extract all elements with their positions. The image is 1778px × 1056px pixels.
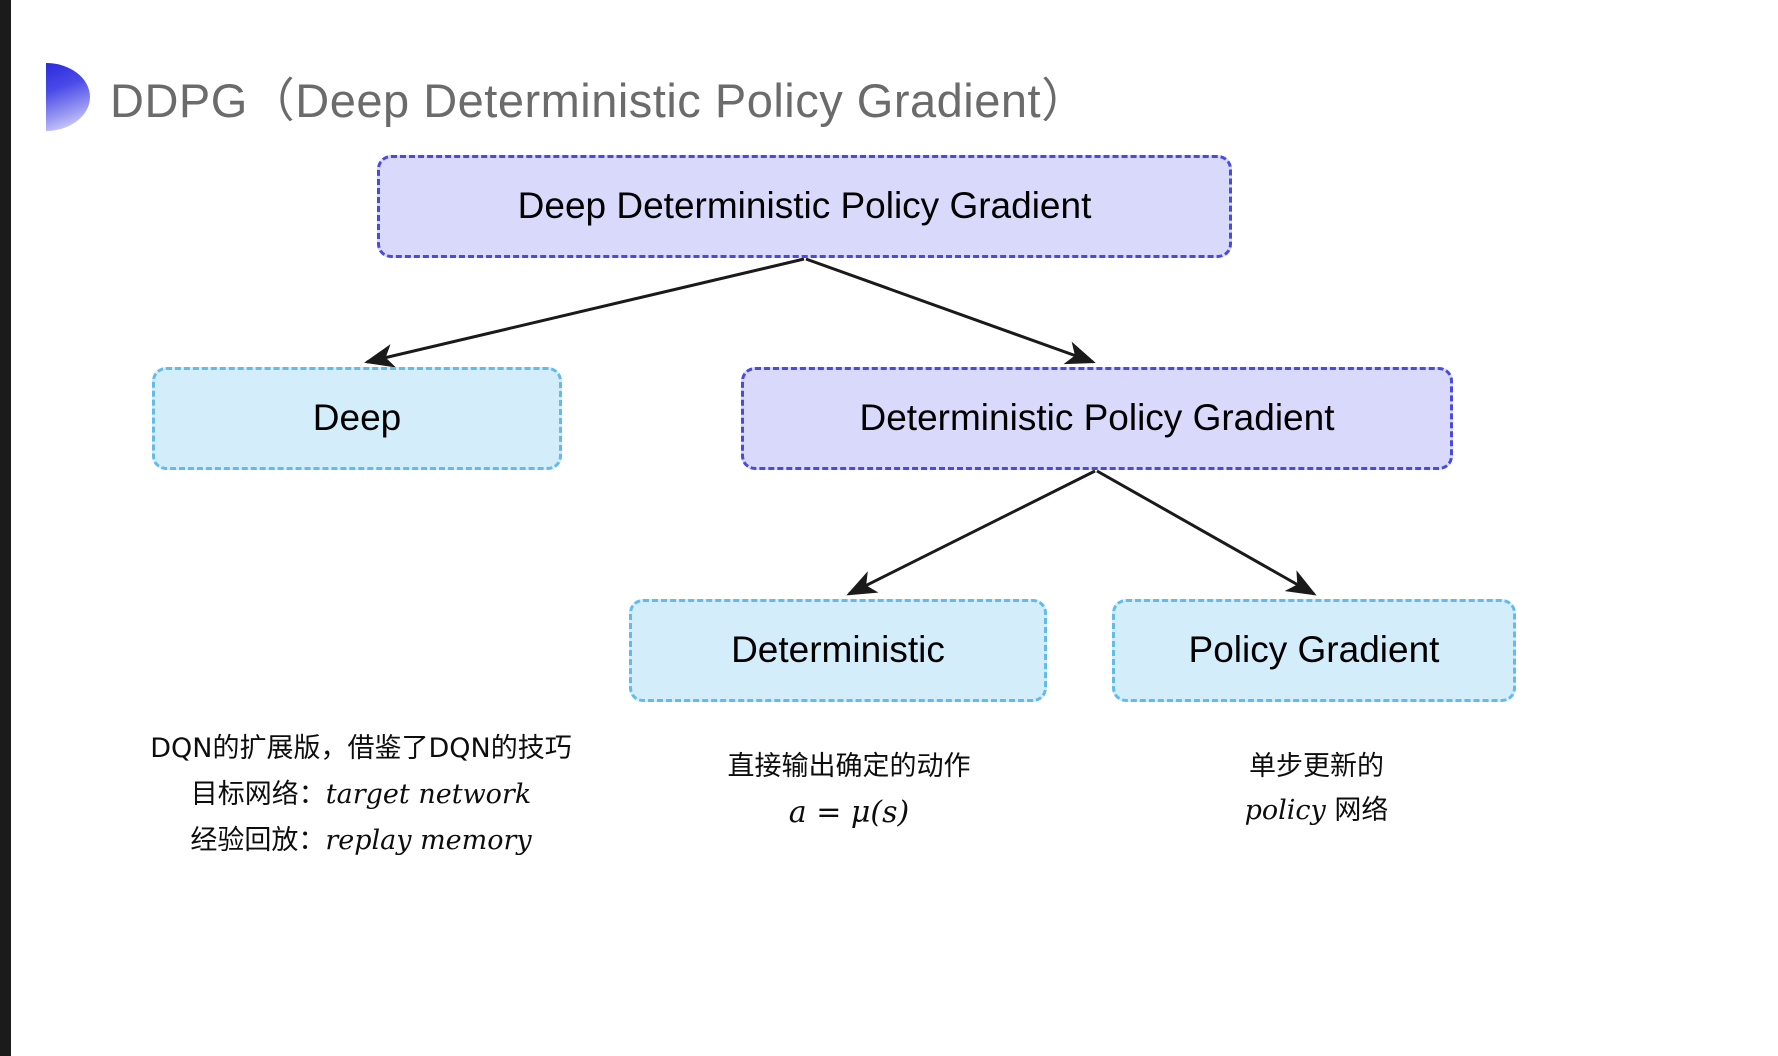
gradient-semicircle-icon [46, 62, 90, 131]
caption-policy-gradient-suffix: 网络 [1325, 795, 1389, 827]
slide-left-edge-strip [0, 0, 11, 1056]
caption-deep-line2: 目标网络：target network [121, 775, 601, 814]
node-policy-gradient[interactable]: Policy Gradient [1112, 599, 1516, 702]
node-label: Policy Gradient [1188, 629, 1440, 671]
caption-deep-line2-term: target network [325, 779, 532, 811]
caption-deep-line3-term: replay memory [325, 825, 532, 857]
page-title-text: DDPG（Deep Deterministic Policy Gradient） [110, 74, 1089, 127]
caption-deep-line3-label: 经验回放： [190, 825, 326, 857]
edge-root-to-deep [364, 257, 805, 368]
caption-policy-gradient-line2: policy 网络 [1144, 791, 1489, 830]
edge-dpg-to-policy-gradient [1096, 469, 1317, 596]
caption-deep: DQN的扩展版，借鉴了DQN的技巧 目标网络：target network 经验… [121, 722, 601, 860]
node-label: Deep Deterministic Policy Gradient [517, 185, 1092, 227]
node-deep-deterministic-policy-gradient[interactable]: Deep Deterministic Policy Gradient [377, 155, 1232, 258]
caption-deep-line2-label: 目标网络： [190, 779, 326, 811]
edge-root-to-dpg [805, 257, 1096, 365]
node-label: Deterministic Policy Gradient [859, 397, 1335, 439]
caption-policy-gradient-term: policy [1244, 795, 1326, 827]
node-deterministic-policy-gradient[interactable]: Deterministic Policy Gradient [741, 367, 1453, 470]
node-deep[interactable]: Deep [152, 367, 562, 470]
node-deterministic[interactable]: Deterministic [629, 599, 1047, 702]
caption-deep-line3: 经验回放：replay memory [121, 821, 601, 860]
caption-deterministic: 直接输出确定的动作 a = μ(s) [654, 742, 1044, 835]
page-title: DDPG（Deep Deterministic Policy Gradient） [46, 62, 1089, 131]
caption-deep-line1: DQN的扩展版，借鉴了DQN的技巧 [150, 733, 572, 764]
caption-policy-gradient-line1: 单步更新的 [1249, 751, 1384, 782]
caption-deterministic-formula: a = μ(s) [788, 795, 910, 831]
node-label: Deterministic [731, 629, 945, 671]
slide-canvas: DDPG（Deep Deterministic Policy Gradient）… [11, 0, 1778, 1056]
edge-dpg-to-deterministic [846, 469, 1096, 596]
caption-policy-gradient: 单步更新的 policy 网络 [1144, 742, 1489, 830]
node-label: Deep [312, 397, 402, 439]
caption-deterministic-line1: 直接输出确定的动作 [727, 751, 971, 782]
